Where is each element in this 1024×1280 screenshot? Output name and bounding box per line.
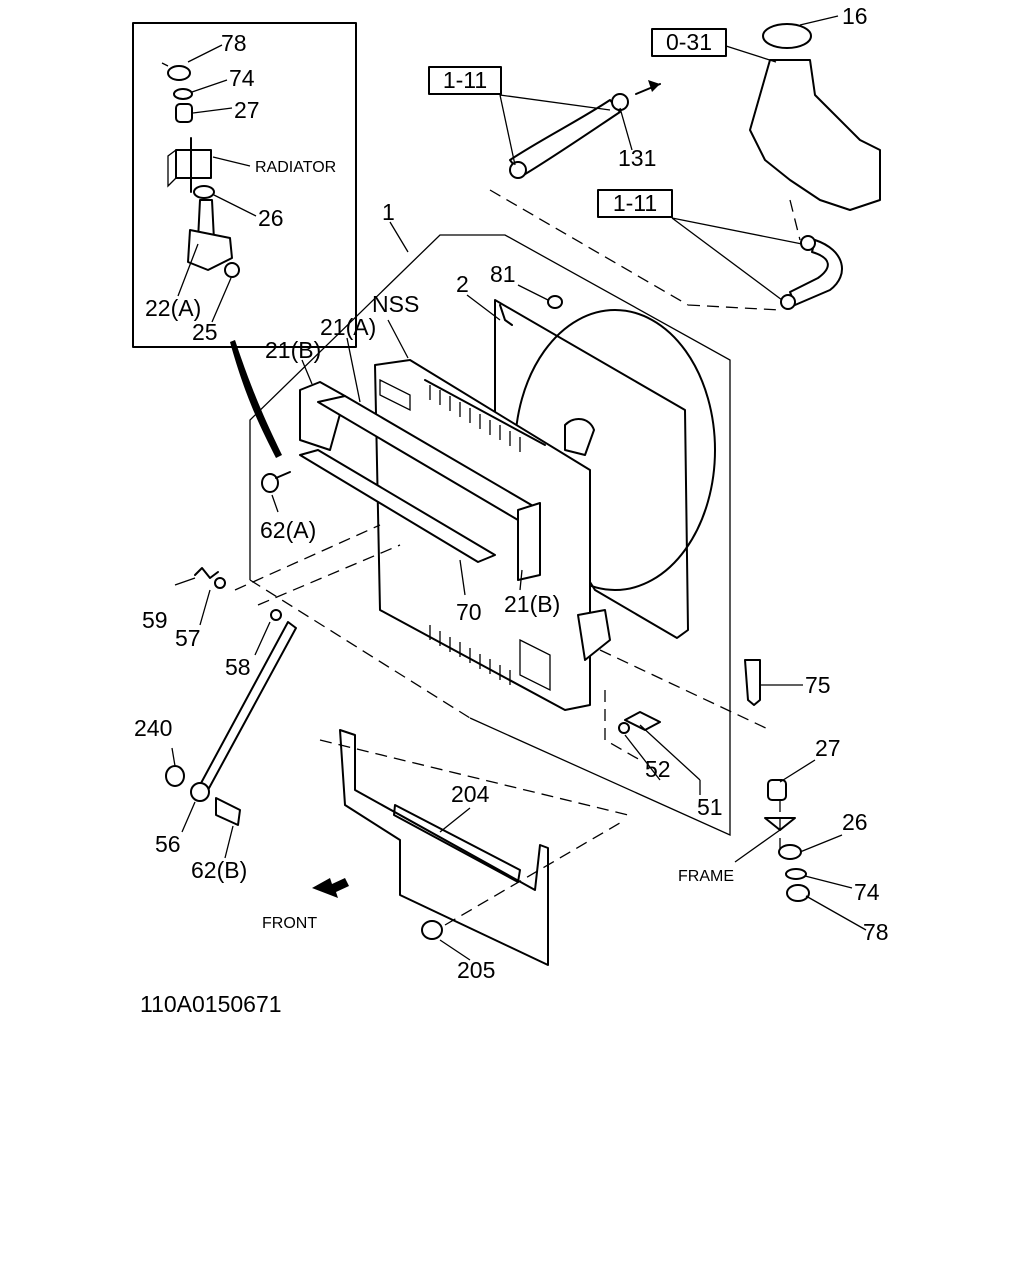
callout-22a: 22(A)	[145, 295, 201, 321]
callout-75: 75	[805, 672, 831, 698]
frame-label: FRAME	[678, 868, 734, 885]
radiator-cap-16	[762, 23, 812, 49]
cushion-26-right	[778, 844, 802, 860]
upper-hose	[509, 99, 621, 177]
shroud-outlet	[564, 418, 595, 456]
callout-21b-bottom: 21(B)	[504, 591, 560, 617]
callout-205: 205	[457, 957, 495, 983]
callout-21b-top: 21(B)	[265, 337, 321, 363]
cushion-27-right	[767, 779, 787, 801]
thermostat-housing	[749, 59, 881, 211]
cushion-27-inset	[175, 103, 193, 123]
radiator-label: RADIATOR	[255, 159, 336, 176]
bracket-51	[577, 609, 611, 661]
nut-78-right	[786, 884, 810, 902]
callout-57: 57	[175, 625, 201, 651]
callout-81: 81	[490, 261, 516, 287]
svg-text:1-11: 1-11	[613, 190, 657, 216]
callout-78-inset: 78	[221, 30, 247, 56]
cushion-26-inset	[193, 185, 215, 199]
bolt-75	[744, 659, 761, 706]
nut-240	[165, 765, 185, 787]
bracket-22a	[187, 229, 233, 271]
callout-1: 1	[382, 199, 395, 225]
callout-78-right: 78	[863, 919, 889, 945]
upper-hose-assembly	[489, 15, 881, 311]
washer-74-inset	[173, 88, 193, 100]
clamp-lower-1	[800, 235, 816, 251]
callout-16: 16	[842, 3, 868, 29]
bolt-52	[624, 711, 661, 731]
nut-78-inset	[167, 65, 191, 81]
lower-hose	[789, 239, 843, 306]
nss-label: NSS	[372, 291, 419, 317]
front-arrow	[312, 878, 349, 898]
callout-62a: 62(A)	[260, 517, 316, 543]
callout-70: 70	[456, 599, 482, 625]
callout-26-right: 26	[842, 809, 868, 835]
front-label: FRONT	[262, 915, 317, 932]
clamp-131	[611, 93, 629, 111]
washer-58	[270, 609, 282, 621]
clamp-upper-left	[509, 161, 527, 179]
callout-52: 52	[645, 756, 671, 782]
lower-plate-group	[312, 729, 629, 966]
rod-end-56	[190, 782, 210, 802]
ref-box-1-11-upper: 1-11	[428, 66, 502, 95]
bolt-205	[421, 920, 443, 940]
bolt-62a	[261, 473, 279, 493]
baffle-lower-bar	[299, 449, 496, 563]
svg-text:0-31: 0-31	[666, 29, 712, 55]
inset-detail	[132, 22, 357, 458]
hook-59	[194, 567, 219, 579]
callout-27-inset: 27	[234, 97, 260, 123]
plate-204	[339, 729, 549, 966]
washer-74-right	[785, 868, 807, 880]
callout-74-inset: 74	[229, 65, 255, 91]
callout-2: 2	[456, 271, 469, 297]
bolt-62b	[215, 797, 241, 826]
callout-26-inset: 26	[258, 205, 284, 231]
baffle-21b-right	[517, 502, 541, 581]
callout-62b: 62(B)	[191, 857, 247, 883]
callout-25: 25	[192, 319, 218, 345]
callout-59: 59	[142, 607, 168, 633]
baffle-21b-left	[299, 381, 346, 451]
ref-box-0-31: 0-31	[651, 28, 727, 57]
svg-text:1-11: 1-11	[443, 67, 487, 93]
callout-58: 58	[225, 654, 251, 680]
right-mount-group	[599, 649, 867, 931]
stay-rod-parts	[165, 524, 401, 859]
callout-240: 240	[134, 715, 172, 741]
radiator-assembly	[249, 221, 731, 837]
callout-21a: 21(A)	[320, 314, 376, 340]
callout-56: 56	[155, 831, 181, 857]
nut-81	[547, 295, 563, 309]
callout-131: 131	[618, 145, 656, 171]
clamp-lower-2	[780, 294, 796, 310]
callout-51: 51	[697, 794, 723, 820]
callout-27-right: 27	[815, 735, 841, 761]
washer-57	[214, 577, 226, 589]
drawing-number: 110A0150671	[140, 991, 282, 1017]
callout-74-right: 74	[854, 879, 880, 905]
washer-52	[618, 722, 630, 734]
stay-rod	[199, 621, 297, 791]
ref-box-1-11-lower: 1-11	[597, 189, 673, 218]
bolt-25	[224, 262, 240, 278]
callout-204: 204	[451, 781, 490, 807]
